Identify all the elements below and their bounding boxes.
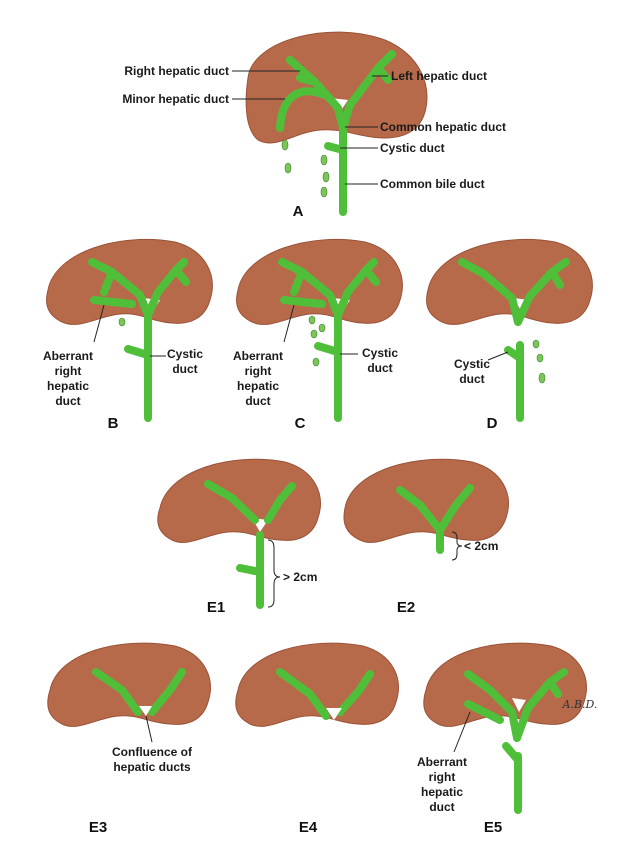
liver-e5 xyxy=(423,642,587,727)
panel-label-b: B xyxy=(108,415,119,432)
label-b-aberrant-2: right xyxy=(55,364,82,378)
ducts-e4 xyxy=(276,668,374,720)
artist-signature: A.B.D. xyxy=(562,698,598,711)
label-e5-aberrant-3: hepatic xyxy=(421,785,463,799)
label-cystic-duct: Cystic duct xyxy=(380,141,445,155)
label-e5-aberrant-2: right xyxy=(429,770,456,784)
ducts-b xyxy=(88,258,190,422)
label-e3-confluence-2: hepatic ducts xyxy=(113,760,191,774)
label-e2-measure: < 2cm xyxy=(464,539,498,553)
liver-e3 xyxy=(47,642,211,727)
label-c-aberrant-2: right xyxy=(245,364,272,378)
liver-d xyxy=(426,238,593,325)
label-b-aberrant-4: duct xyxy=(55,394,80,408)
panel-label-e5: E5 xyxy=(484,819,502,836)
bile-drops-a xyxy=(281,139,330,198)
liver-e4 xyxy=(235,642,399,727)
ducts-e2 xyxy=(396,484,474,554)
ducts-a xyxy=(276,50,396,216)
label-minor-hepatic-duct: Minor hepatic duct xyxy=(122,92,229,106)
liver-e2 xyxy=(343,458,509,543)
ducts-e3 xyxy=(92,668,186,716)
panel-e2: < 2cm E2 xyxy=(343,458,509,616)
panel-label-d: D xyxy=(487,415,498,432)
panel-label-c: C xyxy=(295,415,306,432)
ducts-c xyxy=(278,258,380,422)
label-e5-aberrant-1: Aberrant xyxy=(417,755,467,769)
panel-label-e4: E4 xyxy=(299,819,318,836)
label-e1-measure: > 2cm xyxy=(283,570,317,584)
label-common-hepatic-duct: Common hepatic duct xyxy=(380,120,506,134)
label-e5-aberrant-4: duct xyxy=(429,800,454,814)
panel-label-e1: E1 xyxy=(207,599,225,616)
label-b-aberrant-3: hepatic xyxy=(47,379,89,393)
panel-a: Right hepatic duct Minor hepatic duct Le… xyxy=(122,31,506,220)
label-c-aberrant-4: duct xyxy=(245,394,270,408)
panel-e1: > 2cm E1 xyxy=(157,458,321,616)
label-b-aberrant-1: Aberrant xyxy=(43,349,93,363)
label-e3-confluence-1: Confluence of xyxy=(112,745,193,759)
label-c-aberrant-3: hepatic xyxy=(237,379,279,393)
panel-label-e2: E2 xyxy=(397,599,415,616)
ducts-e5 xyxy=(464,668,568,814)
panel-label-e3: E3 xyxy=(89,819,107,836)
panel-e4: E4 xyxy=(235,642,399,836)
label-d-cystic-2: duct xyxy=(459,372,484,386)
panel-label-a: A xyxy=(293,203,304,220)
ducts-d xyxy=(458,258,570,422)
label-common-bile-duct: Common bile duct xyxy=(380,177,485,191)
label-left-hepatic-duct: Left hepatic duct xyxy=(391,69,487,83)
label-b-cystic-2: duct xyxy=(172,362,197,376)
label-right-hepatic-duct: Right hepatic duct xyxy=(124,64,229,78)
label-b-cystic-1: Cystic xyxy=(167,347,203,361)
ducts-e1 xyxy=(204,480,296,609)
label-c-cystic-2: duct xyxy=(367,361,392,375)
label-c-cystic-1: Cystic xyxy=(362,346,398,360)
label-d-cystic-1: Cystic xyxy=(454,357,490,371)
label-c-aberrant-1: Aberrant xyxy=(233,349,283,363)
